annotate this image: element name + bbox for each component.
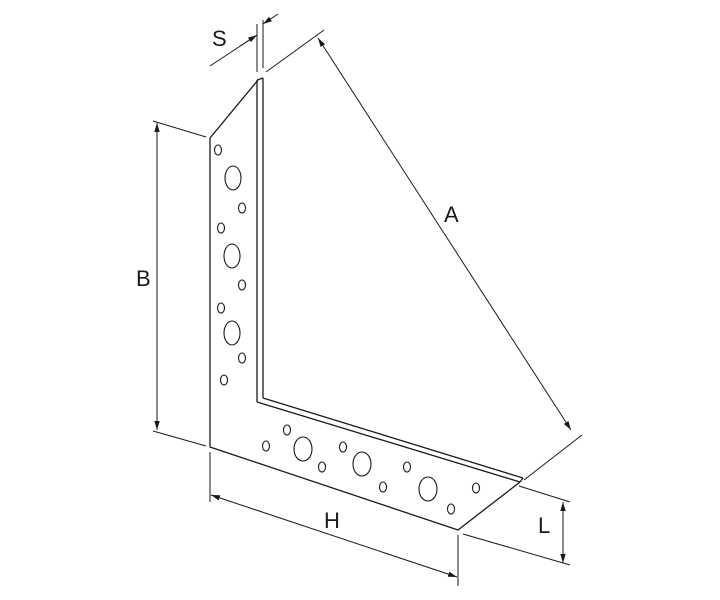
small-hole xyxy=(338,441,348,453)
vertical-leg-holes xyxy=(213,144,247,386)
bracket-horizontal-inner-edge xyxy=(256,401,521,483)
extension-line xyxy=(152,120,207,138)
bracket-end-cap xyxy=(519,477,524,483)
large-hole xyxy=(352,451,372,477)
small-hole xyxy=(471,482,481,494)
small-hole xyxy=(237,279,247,291)
bracket-outline xyxy=(209,77,524,531)
large-hole xyxy=(223,243,241,269)
label-b: B xyxy=(136,266,151,291)
small-hole xyxy=(216,302,226,314)
dimension-b: B xyxy=(136,120,207,447)
extension-line xyxy=(152,430,207,447)
extension-line xyxy=(265,29,325,73)
dimension-arrow xyxy=(239,34,258,47)
bracket-top-cap xyxy=(256,77,264,81)
dimension-s: S xyxy=(209,13,279,72)
dimension-line xyxy=(262,13,279,25)
small-hole xyxy=(216,222,226,234)
small-hole xyxy=(261,440,271,452)
label-l: L xyxy=(538,513,550,538)
small-hole xyxy=(446,503,456,515)
bracket-outer-edge xyxy=(209,79,521,531)
extension-line xyxy=(523,434,583,481)
small-hole xyxy=(317,461,327,473)
small-hole xyxy=(219,374,229,386)
dimension-line xyxy=(317,37,572,431)
horizontal-leg-holes xyxy=(261,424,481,515)
small-hole xyxy=(237,352,247,364)
small-hole xyxy=(378,481,388,493)
small-hole xyxy=(282,424,292,436)
large-hole xyxy=(293,436,313,462)
label-a: A xyxy=(444,202,459,227)
label-h: H xyxy=(324,508,340,533)
dimension-a: A xyxy=(265,29,583,481)
large-hole xyxy=(418,476,438,502)
large-hole xyxy=(224,165,242,191)
dimension-line xyxy=(210,494,458,578)
small-hole xyxy=(237,202,247,214)
bracket-horizontal-inner-edge-2 xyxy=(262,397,524,479)
label-s: S xyxy=(212,26,227,51)
extension-line xyxy=(518,485,571,503)
small-hole xyxy=(213,144,223,156)
dimension-l: L xyxy=(462,485,571,566)
extension-line xyxy=(462,533,571,566)
dimension-h: H xyxy=(209,452,459,586)
large-hole xyxy=(223,320,241,346)
small-hole xyxy=(402,461,412,473)
